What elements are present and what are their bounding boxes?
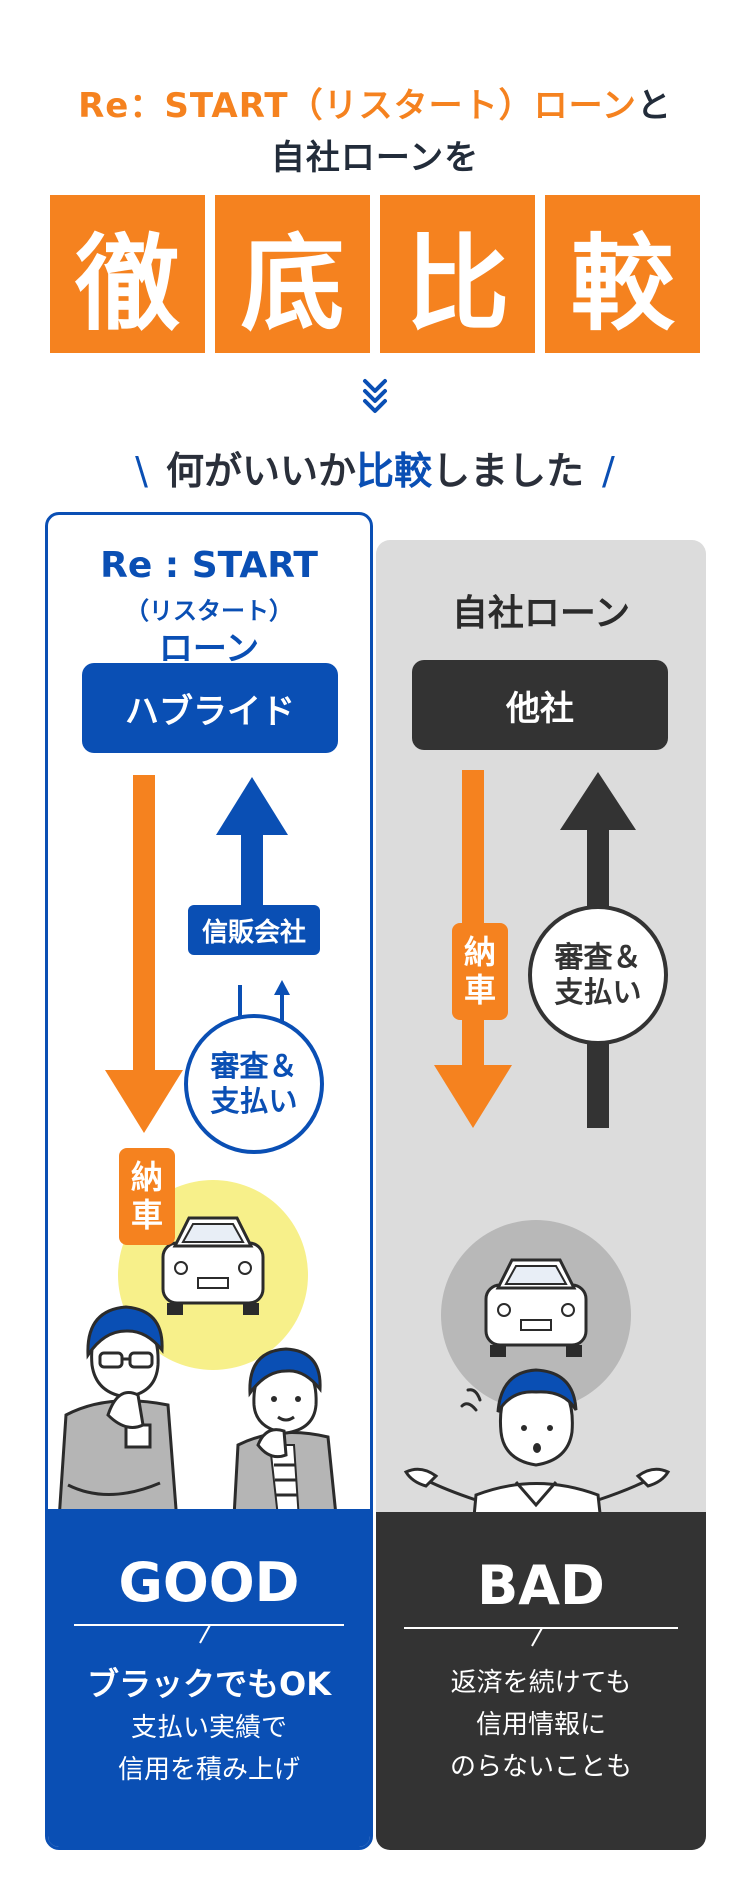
verdict-text-line1: 支払い実績で <box>130 1713 287 1743</box>
kanji-box: 較 <box>545 195 700 353</box>
slash-decoration: \ <box>135 449 148 493</box>
verdict-panel-good: GOOD ブラックでもOK 支払い実績で 信用を積み上げ <box>48 1509 370 1847</box>
divider-notch <box>74 1624 344 1644</box>
comparison-card-inhouse-loan: 自社ローン 他社 納 車 審査＆ <box>376 540 706 1850</box>
company-pill-other: 他社 <box>412 660 668 750</box>
section-subtitle: \ 何がいいか比較しました / <box>0 440 750 495</box>
screening-payment-circle: 審査＆ 支払い <box>184 1014 324 1154</box>
circle-line2: 支払い <box>210 1084 298 1118</box>
company-pill-habride: ハブライド <box>82 663 338 753</box>
card-title-line1: Re : START <box>100 545 318 586</box>
verdict-word: GOOD <box>118 1551 300 1614</box>
card-title-line3: ローン <box>158 629 260 669</box>
verdict-panel-bad: BAD 返済を続けても 信用情報に のらないことも <box>376 1512 706 1850</box>
screening-payment-circle: 審査＆ 支払い <box>528 905 668 1045</box>
circle-line1: 審査＆ <box>210 1049 298 1084</box>
circle-line2: 支払い <box>554 975 642 1009</box>
delivery-char: 車 <box>463 971 496 1010</box>
delivery-label: 納 車 <box>452 923 508 1020</box>
circle-line1: 審査＆ <box>554 940 642 975</box>
headline-product-name: Re：START（リスタート）ローン <box>78 86 637 126</box>
subtitle-accent: 比較 <box>355 449 432 493</box>
verdict-text-line2: 信用情報に <box>475 1710 606 1740</box>
verdict-main-text: ブラックでもOK <box>86 1665 331 1703</box>
verdict-text-line1: 返済を続けても <box>450 1668 632 1698</box>
flow-arrows-graphic <box>56 775 340 1535</box>
delivery-label: 納 車 <box>119 1148 175 1245</box>
delivery-char: 納 <box>463 933 496 971</box>
slash-decoration: / <box>602 449 615 493</box>
card-title: 自社ローン <box>451 593 631 634</box>
headline-line2: 自社ローンを <box>270 138 480 178</box>
verdict-text-line3: のらないことも <box>449 1752 632 1782</box>
delivery-char: 納 <box>130 1158 163 1196</box>
kanji-box: 底 <box>215 195 370 353</box>
subtitle-pre: 何がいいか <box>165 449 356 493</box>
double-chevron-down-icon <box>363 379 387 413</box>
credit-company-label: 信販会社 <box>188 905 320 955</box>
divider-notch <box>404 1627 678 1647</box>
flow-arrows-graphic <box>403 770 671 1552</box>
kanji-box: 比 <box>380 195 535 353</box>
verdict-word: BAD <box>477 1554 605 1617</box>
headline-line1: Re：START（リスタート）ローンと <box>0 78 750 127</box>
comparison-card-restart-loan: Re : START （リスタート） ローン ハブライド <box>45 512 373 1850</box>
subtitle-post: しました <box>432 449 585 493</box>
headline-particle: と <box>636 86 672 126</box>
kanji-box: 徹 <box>50 195 205 353</box>
verdict-text-line2: 信用を積み上げ <box>117 1755 300 1785</box>
card-title-line2: （リスタート） <box>125 597 293 625</box>
kanji-title-row: 徹 底 比 較 <box>50 195 700 353</box>
delivery-char: 車 <box>130 1196 163 1235</box>
